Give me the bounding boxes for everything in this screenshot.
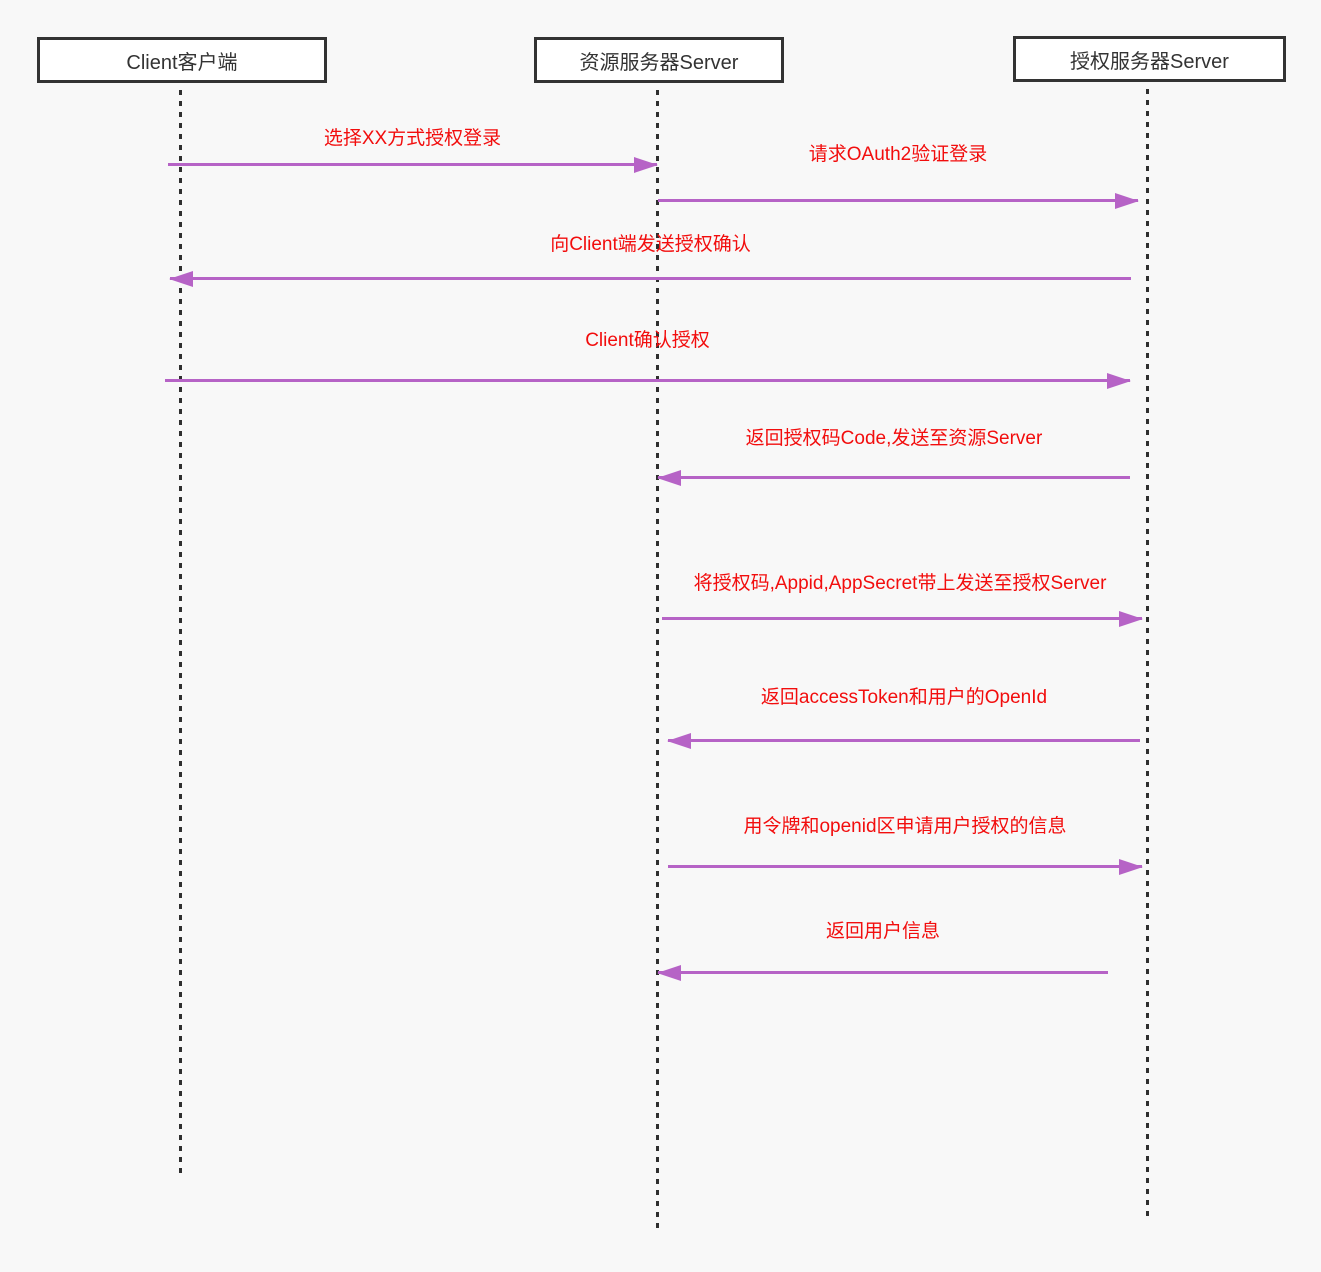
actor-label-client: Client客户端 [126, 51, 238, 74]
message-label-1: 选择XX方式授权登录 [323, 128, 502, 149]
message-arrow-7 [667, 732, 1140, 749]
arrowhead-right-icon [1119, 858, 1143, 875]
arrowhead-right-icon [1119, 610, 1143, 627]
message-arrow-4 [165, 372, 1131, 389]
message-label-6: 将授权码,Appid,AppSecret带上发送至授权Server [693, 573, 1107, 594]
message-arrow-5 [657, 469, 1130, 486]
actor-box-resource-server: 资源服务器Server [534, 37, 784, 83]
message-arrow-3 [169, 270, 1131, 287]
message-label-7: 返回accessToken和用户的OpenId [760, 687, 1048, 708]
message-arrow-8 [668, 858, 1143, 875]
message-label-2: 请求OAuth2验证登录 [808, 144, 988, 165]
actor-box-client: Client客户端 [37, 37, 327, 83]
lifeline-client [179, 90, 182, 1178]
arrowhead-left-icon [667, 732, 691, 749]
message-arrow-9 [657, 964, 1108, 981]
message-arrow-2 [658, 192, 1139, 209]
arrowhead-right-icon [1115, 192, 1139, 209]
arrowhead-left-icon [657, 964, 681, 981]
actor-label-auth-server: 授权服务器Server [1070, 50, 1229, 73]
message-label-5: 返回授权码Code,发送至资源Server [745, 428, 1043, 449]
message-label-9: 返回用户信息 [825, 921, 940, 942]
lifeline-resource-server [656, 90, 659, 1232]
actor-label-resource-server: 资源服务器Server [579, 51, 739, 74]
message-label-8: 用令牌和openid区申请用户授权的信息 [743, 816, 1067, 837]
lifeline-auth-server [1146, 89, 1149, 1218]
arrowhead-right-icon [634, 156, 658, 173]
arrowhead-left-icon [657, 469, 681, 486]
message-arrow-6 [662, 610, 1143, 627]
arrowhead-left-icon [169, 270, 193, 287]
message-arrow-1 [168, 156, 658, 173]
arrowhead-right-icon [1107, 372, 1131, 389]
message-label-4: Client确认授权 [585, 330, 710, 351]
message-label-3: 向Client端发送授权确认 [550, 234, 751, 255]
actor-box-auth-server: 授权服务器Server [1013, 36, 1286, 82]
